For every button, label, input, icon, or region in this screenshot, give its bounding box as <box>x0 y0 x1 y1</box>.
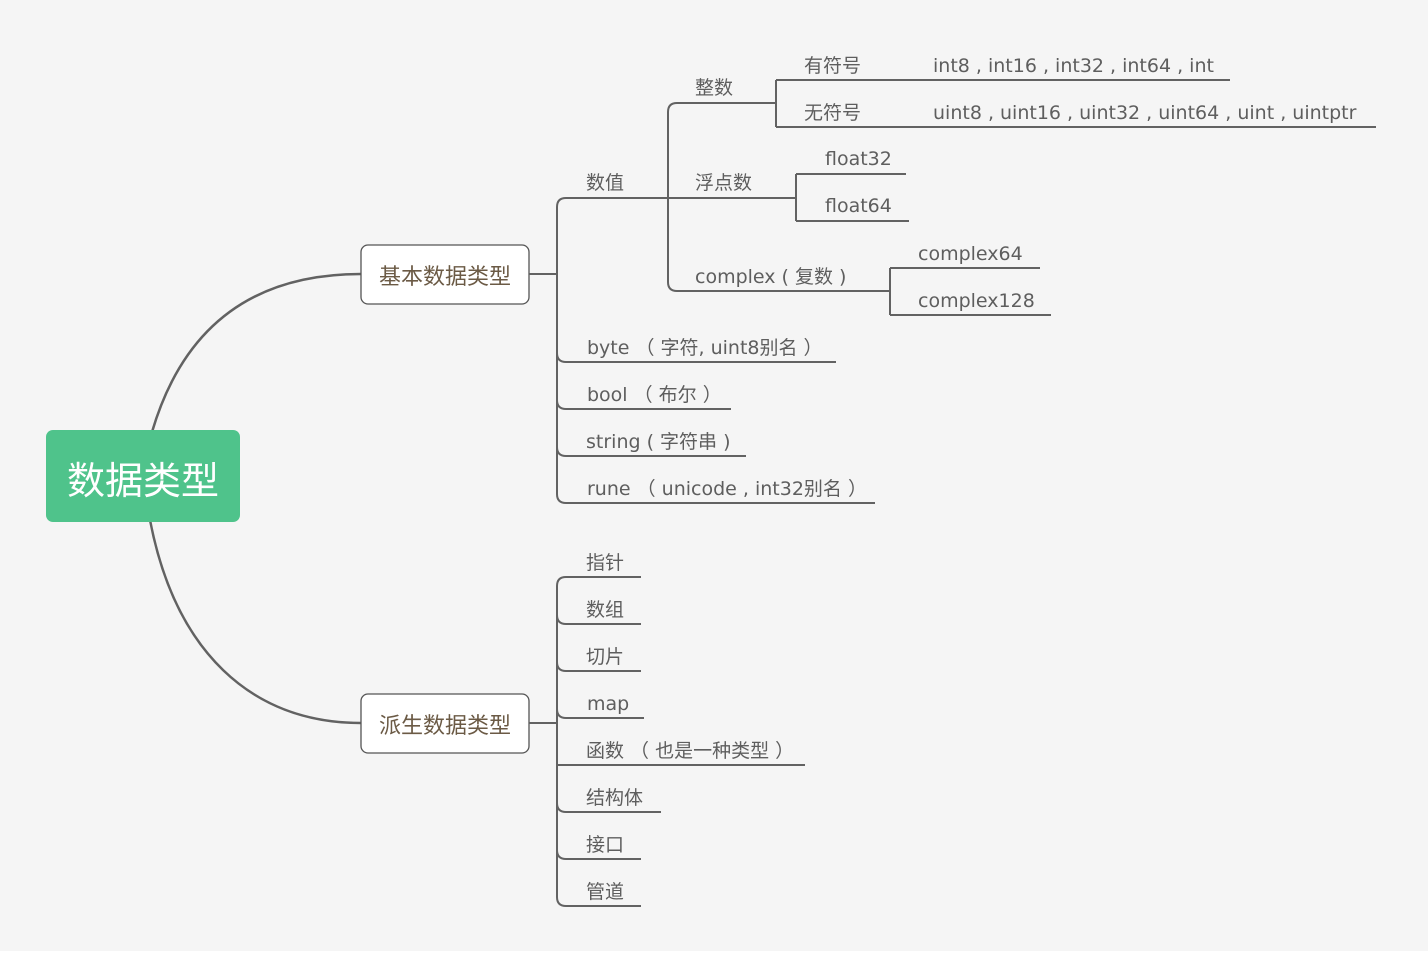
node-complex128[interactable]: complex128 <box>918 290 1035 312</box>
node-signed[interactable]: 有符号 <box>804 55 861 77</box>
node-pointer[interactable]: 指针 <box>586 552 624 574</box>
node-slice[interactable]: 切片 <box>586 646 624 668</box>
connector-root-derived <box>148 519 362 725</box>
underline-array <box>556 614 641 625</box>
node-array[interactable]: 数组 <box>586 599 624 621</box>
branch-basic[interactable]: 基本数据类型 <box>360 244 530 305</box>
underline-string <box>556 446 746 457</box>
node-complex[interactable]: complex ( 复数 ) <box>695 266 846 288</box>
node-bool[interactable]: bool （ 布尔 ） <box>587 384 722 406</box>
trunk-derived <box>556 576 567 907</box>
node-complex64[interactable]: complex64 <box>918 243 1023 265</box>
branch-derived[interactable]: 派生数据类型 <box>360 693 530 754</box>
node-interface[interactable]: 接口 <box>586 834 624 856</box>
underline-bool <box>556 399 731 410</box>
node-string[interactable]: string ( 字符串 ) <box>586 431 731 453</box>
node-unsigned[interactable]: 无符号 <box>804 102 861 124</box>
node-rune[interactable]: rune （ unicode , int32别名 ） <box>587 478 867 500</box>
connector-root-basic <box>150 272 362 433</box>
node-unsigned-types[interactable]: uint8 , uint16 , uint32 , uint64 , uint … <box>933 102 1357 124</box>
trunk-basic <box>556 197 567 504</box>
underline-slice <box>556 661 641 672</box>
underline-byte <box>556 352 836 363</box>
underline-interface <box>556 849 641 860</box>
node-float64[interactable]: float64 <box>825 195 892 217</box>
root-node-label: 数据类型 <box>67 459 219 503</box>
node-float[interactable]: 浮点数 <box>695 172 752 194</box>
underline-map <box>556 708 644 719</box>
node-numeric[interactable]: 数值 <box>586 172 624 194</box>
underline-struct <box>556 802 661 813</box>
node-channel[interactable]: 管道 <box>586 881 624 903</box>
node-float32[interactable]: float32 <box>825 148 892 170</box>
node-signed-types[interactable]: int8 , int16 , int32 , int64 , int <box>933 55 1214 77</box>
root-node[interactable]: 数据类型 <box>46 430 240 522</box>
node-byte[interactable]: byte （ 字符, uint8别名 ） <box>587 337 823 359</box>
node-map[interactable]: map <box>587 693 629 715</box>
node-struct[interactable]: 结构体 <box>586 787 643 809</box>
node-integer[interactable]: 整数 <box>695 77 733 99</box>
node-function[interactable]: 函数 （ 也是一种类型 ） <box>586 740 794 762</box>
root-node-box[interactable] <box>46 430 240 522</box>
derived-types-label: 派生数据类型 <box>379 714 511 739</box>
basic-types-label: 基本数据类型 <box>379 265 511 290</box>
